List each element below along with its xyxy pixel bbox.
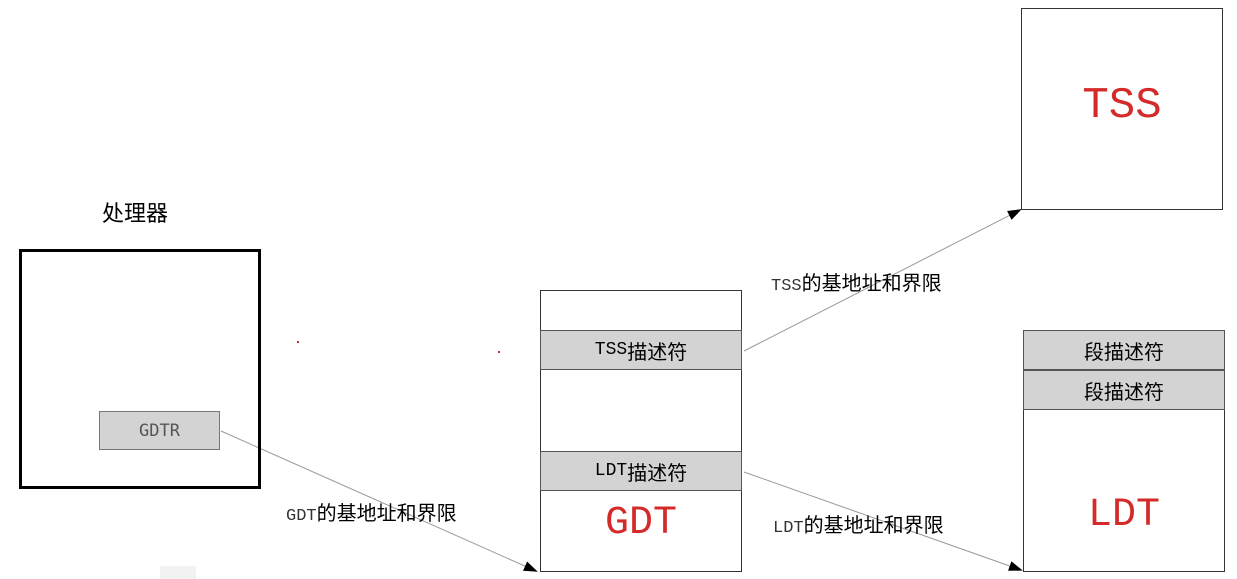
tss-base-limit-prefix: TSS xyxy=(771,277,802,296)
tss-label: TSS xyxy=(1082,81,1162,131)
processor-box xyxy=(19,249,261,489)
tss-base-limit-label: TSS的基地址和界限 xyxy=(771,267,942,296)
segment-descriptor-label-2: 段描述符 xyxy=(1084,379,1164,404)
tss-descriptor-suffix: 描述符 xyxy=(627,339,688,364)
gdtr-register: GDTR xyxy=(99,411,220,450)
ldt-base-limit-label: LDT的基地址和界限 xyxy=(773,509,944,538)
ldt-label: LDT xyxy=(1087,493,1160,538)
segment-descriptor-row-2: 段描述符 xyxy=(1023,370,1225,410)
tss-box: TSS xyxy=(1021,8,1223,210)
ldt-descriptor-suffix: 描述符 xyxy=(627,460,688,485)
segment-descriptor-row-1: 段描述符 xyxy=(1023,330,1225,370)
processor-title: 处理器 xyxy=(102,202,169,227)
gdt-base-limit-prefix: GDT xyxy=(286,507,317,526)
tss-base-limit-suffix: 的基地址和界限 xyxy=(801,271,942,295)
gdtr-to-gdt-arrow xyxy=(220,430,538,572)
tss-descriptor-to-tss-arrow xyxy=(743,209,1022,352)
ldt-base-limit-suffix: 的基地址和界限 xyxy=(803,513,944,537)
ldt-base-limit-prefix: LDT xyxy=(773,519,804,538)
stray-dot-1 xyxy=(297,341,299,343)
segment-descriptor-label-1: 段描述符 xyxy=(1084,339,1164,364)
gdt-base-limit-suffix: 的基地址和界限 xyxy=(316,501,457,525)
ldt-descriptor-prefix: LDT xyxy=(594,461,628,481)
gdt-label: GDT xyxy=(604,501,677,546)
ldt-table: 段描述符 段描述符 LDT xyxy=(1023,330,1225,572)
stray-dot-2 xyxy=(498,351,500,353)
ldt-descriptor-to-ldt-arrow xyxy=(743,471,1023,571)
gdt-base-limit-label: GDT的基地址和界限 xyxy=(286,497,457,526)
stray-smudge xyxy=(160,566,196,579)
tss-descriptor-prefix: TSS xyxy=(594,340,628,360)
